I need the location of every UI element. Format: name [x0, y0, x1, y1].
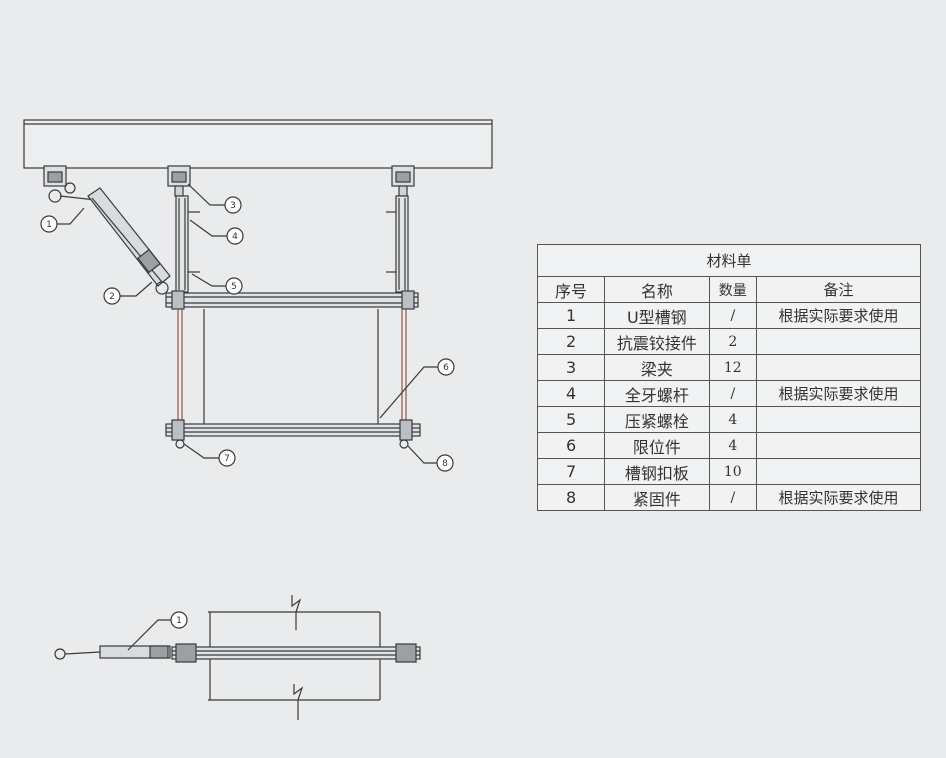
callout-7 [183, 443, 236, 467]
row-qty: 12 [708, 354, 758, 381]
row-qty: / [708, 484, 758, 511]
callout-3 [187, 183, 242, 214]
row-name: 压紧螺栓 [604, 406, 710, 433]
upper-channel-post-left [175, 195, 200, 293]
row-note: 根据实际要求使用 [756, 302, 921, 329]
row-note [756, 406, 921, 433]
table-row: 4 全牙螺杆 / 根据实际要求使用 [536, 380, 921, 407]
row-no: 3 [536, 354, 606, 381]
table-row: 5 压紧螺栓 4 [536, 406, 921, 433]
row-no: 7 [536, 458, 606, 485]
overhead-beam [23, 119, 493, 169]
row-note [756, 354, 921, 381]
beam-clamp-right [391, 165, 415, 197]
row-name: 紧固件 [604, 484, 710, 511]
upper-horizontal-channel [165, 290, 419, 310]
callout-8-label: 8 [442, 459, 448, 469]
diagonal-seismic-brace [59, 182, 171, 295]
plan-view-channel [171, 643, 421, 663]
materials-table-title: 材料单 [537, 244, 921, 277]
beam-clamp-middle [167, 165, 191, 197]
table-row: 8 紧固件 / 根据实际要求使用 [536, 484, 921, 511]
row-no: 2 [536, 328, 606, 355]
header-no: 序号 [536, 276, 606, 303]
callout-1-label: 1 [46, 220, 52, 230]
row-no: 1 [536, 302, 606, 329]
row-no: 5 [536, 406, 606, 433]
beam-clamp-left [43, 165, 67, 203]
callout-6-label: 6 [443, 363, 449, 373]
row-name: 全牙螺杆 [604, 380, 710, 407]
row-note [756, 458, 921, 485]
callout-1 [40, 207, 85, 233]
row-no: 4 [536, 380, 606, 407]
row-no: 6 [536, 432, 606, 459]
plan-view-brace [54, 645, 171, 660]
callout-5 [191, 273, 243, 295]
callout-7-label: 7 [224, 454, 230, 464]
row-no: 8 [536, 484, 606, 511]
row-name: U型槽钢 [604, 302, 710, 329]
table-row: 7 槽钢扣板 10 [536, 458, 921, 485]
row-name: 槽钢扣板 [604, 458, 710, 485]
plan-callout-1 [127, 611, 188, 651]
row-name: 抗震铰接件 [604, 328, 710, 355]
plan-callout-1-label: 1 [176, 616, 182, 626]
table-row: 6 限位件 4 [536, 432, 921, 459]
table-row: 2 抗震铰接件 2 [536, 328, 921, 355]
materials-table: 材料单 序号 名称 数量 备注 1 U型槽钢 / 根据实际要求使用 2 抗震铰接… [536, 244, 921, 511]
callout-4-label: 4 [232, 232, 238, 242]
lower-horizontal-channel [165, 419, 421, 449]
row-qty: 2 [708, 328, 758, 355]
row-name: 限位件 [604, 432, 710, 459]
row-qty: / [708, 380, 758, 407]
callout-8 [407, 445, 454, 472]
row-note [756, 328, 921, 355]
row-qty: 10 [708, 458, 758, 485]
header-note: 备注 [756, 276, 921, 303]
header-name: 名称 [604, 276, 710, 303]
callout-5-label: 5 [231, 282, 237, 292]
table-row: 1 U型槽钢 / 根据实际要求使用 [536, 302, 921, 329]
row-note: 根据实际要求使用 [756, 484, 921, 511]
row-qty: 4 [708, 406, 758, 433]
callout-4 [189, 219, 244, 245]
threaded-rods [177, 309, 407, 426]
row-note [756, 432, 921, 459]
header-qty: 数量 [708, 276, 758, 303]
row-note: 根据实际要求使用 [756, 380, 921, 407]
row-name: 梁夹 [604, 354, 710, 381]
callout-2-label: 2 [109, 292, 115, 302]
row-qty: / [708, 302, 758, 329]
callout-2 [103, 281, 153, 305]
table-row: 3 梁夹 12 [536, 354, 921, 381]
upper-channel-post-right [386, 195, 409, 293]
row-qty: 4 [708, 432, 758, 459]
callout-6 [379, 358, 455, 419]
callout-3-label: 3 [230, 201, 236, 211]
